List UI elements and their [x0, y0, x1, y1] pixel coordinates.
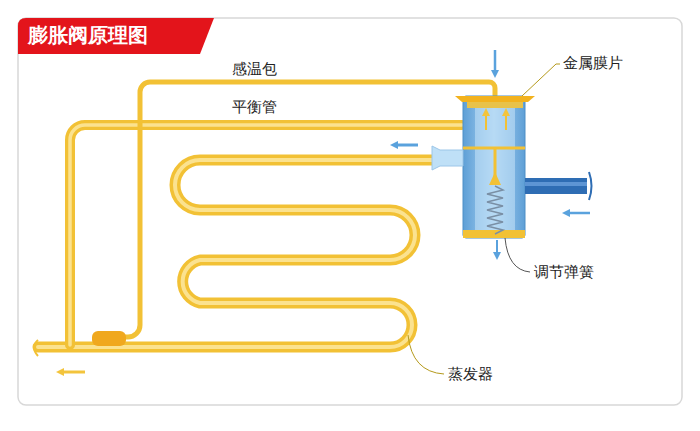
part-label: 感温包: [232, 60, 277, 78]
part-label: 调节弹簧: [534, 263, 594, 281]
title-banner-text: 膨胀阀原理图: [28, 22, 148, 48]
part-label: 平衡管: [232, 98, 277, 116]
part-label: 金属膜片: [563, 54, 623, 72]
part-label: 蒸发器: [448, 365, 493, 383]
